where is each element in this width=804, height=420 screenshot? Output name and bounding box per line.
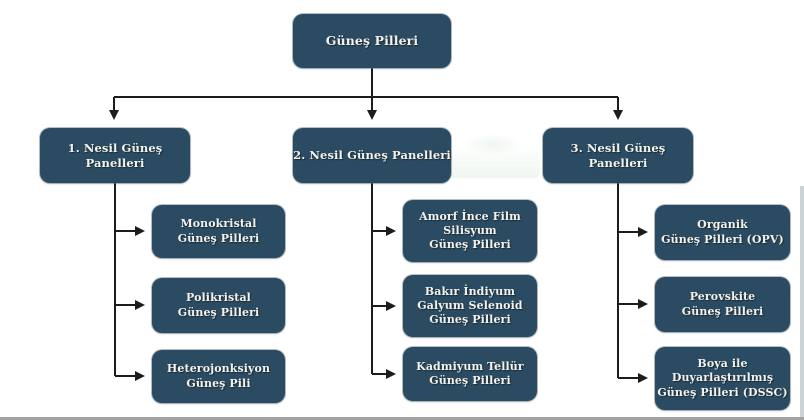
child-node-kadmiyum-tellur: Kadmiyum Tellür Güneş Pilleri <box>403 347 537 401</box>
child-node-monokristal: Monokristal Güneş Pilleri <box>152 205 285 258</box>
branch-node-generation-3: 3. Nesil Güneş Panelleri <box>543 128 693 183</box>
bottom-edge-divider <box>0 417 804 420</box>
child-node-amorf-ince-film: Amorf İnce Film Silisyum Güneş Pilleri <box>403 200 537 262</box>
child-node-polikristal: Polikristal Güneş Pilleri <box>152 278 285 333</box>
child-node-bakir-indiyum: Bakır İndiyum Galyum Selenoid Güneş Pill… <box>403 275 537 337</box>
child-node-organik-opv: Organik Güneş Pilleri (OPV) <box>655 205 790 260</box>
branch-node-generation-2: 2. Nesil Güneş Panelleri <box>293 128 451 183</box>
root-node: Güneş Pilleri <box>293 14 451 68</box>
right-edge-divider <box>800 186 804 420</box>
child-node-heterojonksiyon: Heterojonksiyon Güneş Pili <box>152 350 285 403</box>
child-node-dssc: Boya ile Duyarlaştırılmış Güneş Pilleri … <box>655 347 790 410</box>
child-node-perovskite: Perovskite Güneş Pilleri <box>655 277 790 332</box>
faint-watermark <box>448 130 540 178</box>
branch-node-generation-1: 1. Nesil Güneş Panelleri <box>40 128 190 183</box>
